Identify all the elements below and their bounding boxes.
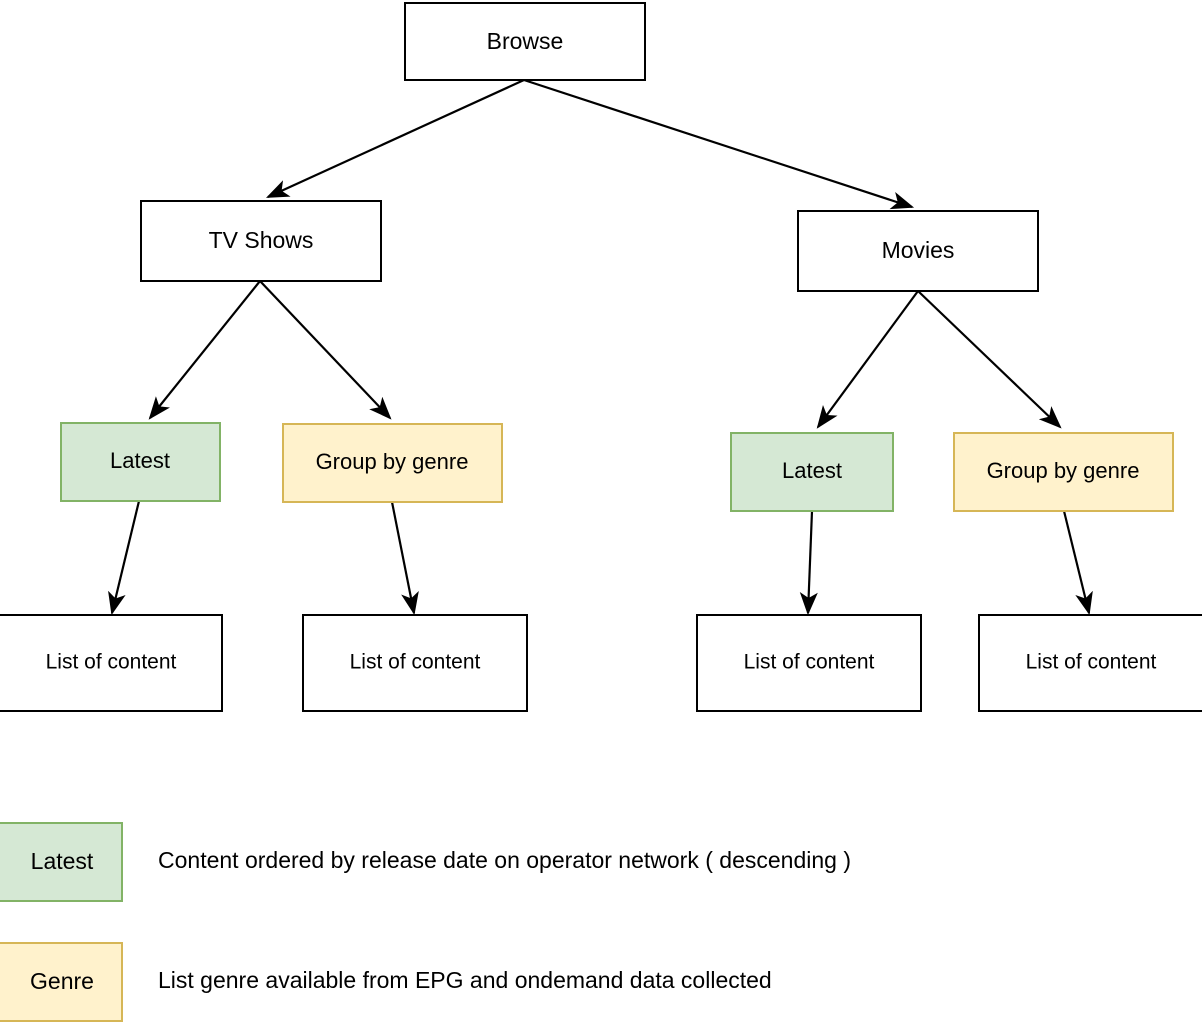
node-movies-group-by-genre-label: Group by genre [987,458,1140,483]
node-tv-latest-list[interactable]: List of content [0,614,223,712]
node-movies-latest-label: Latest [782,458,842,483]
edge-browse-to-movies [523,78,915,210]
node-tv-shows[interactable]: TV Shows [140,200,382,282]
node-movies-latest-list-label: List of content [744,651,875,674]
node-movies-genre-list-label: List of content [1026,651,1157,674]
legend: Latest Content ordered by release date o… [0,822,851,1022]
node-tv-latest[interactable]: Latest [60,422,221,502]
node-movies[interactable]: Movies [797,210,1039,292]
edge-movies-to-latest [816,290,919,429]
node-tv-shows-label: TV Shows [209,227,314,253]
legend-chip-latest [0,822,123,902]
node-tv-group-by-genre-label: Group by genre [316,449,469,474]
legend-description-latest: Content ordered by release date on opera… [158,847,851,873]
legend-chip-latest-label: Latest [31,848,94,874]
legend-row-genre: Genre List genre available from EPG and … [0,942,772,1022]
edge-tv-latest-to-list [108,500,141,616]
edge-tv-genre-to-list [390,501,419,616]
edge-movies-latest-to-list [799,510,818,616]
node-movies-group-by-genre[interactable]: Group by genre [953,432,1174,512]
legend-row-latest: Latest Content ordered by release date o… [0,822,851,902]
node-movies-label: Movies [882,237,955,263]
edge-movies-to-group-by-genre [917,290,1062,429]
node-tv-genre-list[interactable]: List of content [302,614,528,712]
edge-browse-to-tv-shows [265,78,525,199]
node-movies-genre-list[interactable]: List of content [978,614,1202,712]
node-tv-latest-list-label: List of content [46,651,177,674]
node-tv-group-by-genre[interactable]: Group by genre [282,423,503,503]
legend-description-genre: List genre available from EPG and ondema… [158,967,772,993]
edge-movies-genre-to-list [1062,510,1093,616]
legend-chip-genre [0,942,123,1022]
node-browse[interactable]: Browse [404,2,646,81]
node-tv-genre-list-label: List of content [350,651,481,674]
edge-layer [108,78,1093,616]
node-tv-latest-label: Latest [110,448,170,473]
legend-chip-genre-label: Genre [30,968,94,994]
node-browse-label: Browse [487,28,564,54]
node-movies-latest-list[interactable]: List of content [696,614,922,712]
edge-tv-shows-to-latest [148,280,261,420]
node-movies-latest[interactable]: Latest [730,432,894,512]
edge-tv-shows-to-group-by-genre [259,280,392,420]
